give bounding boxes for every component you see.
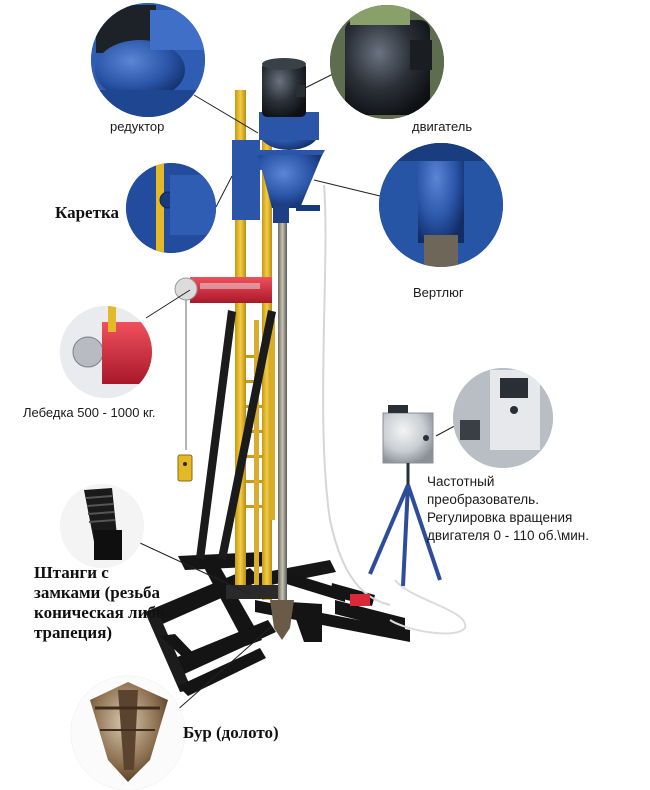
rods-label-line: замками (резьба [34,583,161,602]
converter-label-line: двигателя 0 - 110 об.\мин. [427,528,590,543]
leader-lines [139,71,461,713]
yellow-mast [196,90,286,600]
rods-label: Штанги с замками (резьба коническая либо… [34,563,164,643]
rods-label-line: Штанги с [34,563,109,582]
motor-label: двигатель [412,119,473,134]
converter-label: Частотный преобразователь. Регулировка в… [427,473,589,545]
carriage-label: Каретка [55,203,119,222]
converter-label-line: Регулировка вращения [427,510,573,525]
winch-label: Лебедка 500 - 1000 кг. [23,405,156,420]
control-box [350,405,442,606]
rod-detail-photo [60,484,144,568]
winch-detail-photo [60,306,152,398]
swivel-label: Вертлюг [413,285,464,300]
converter-label-line: преобразователь. [427,492,539,507]
bit-detail-photo [70,675,186,790]
motor-detail-photo [330,5,444,119]
bit-label: Бур (долото) [183,723,279,742]
carriage-detail-photo [126,163,216,253]
converter-detail-photo [453,368,553,468]
swivel-detail-photo [379,143,503,267]
reductor-label: редуктор [110,119,165,134]
reductor-detail-photo [91,3,205,117]
carriage-assembly [232,58,325,223]
drill-bit-on-rig [270,600,294,640]
rods-label-line: коническая либо [34,603,165,622]
rods-label-line: трапеция) [34,623,113,642]
drill-rod [278,200,287,600]
winch [174,277,272,482]
base-frame [145,552,410,696]
converter-label-line: Частотный [427,474,495,489]
